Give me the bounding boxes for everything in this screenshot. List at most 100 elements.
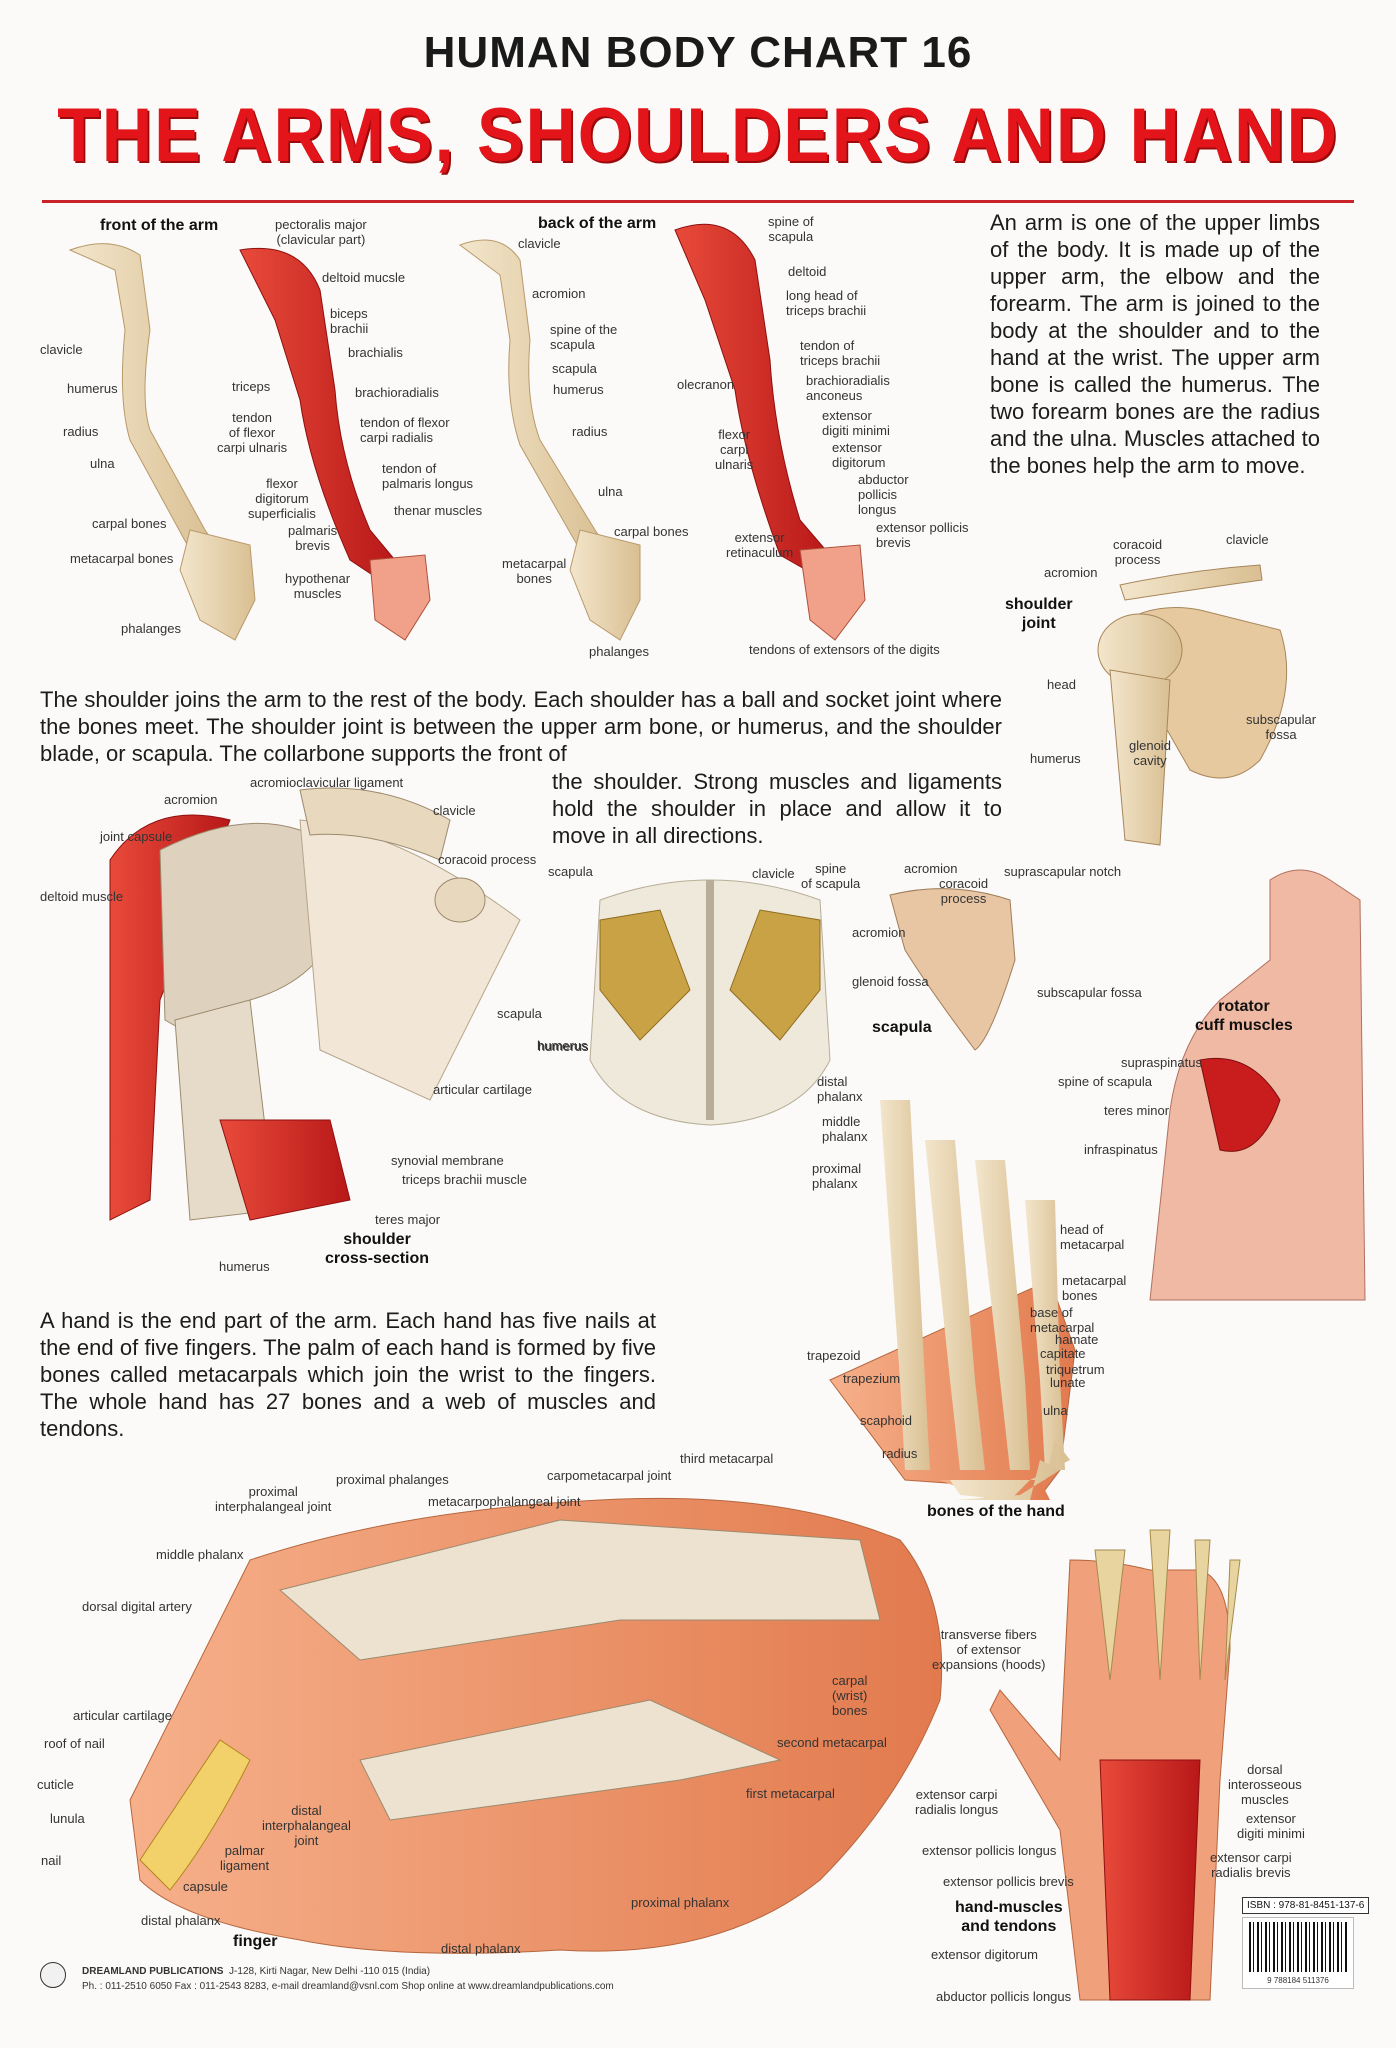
label: cuticle [37,1777,74,1792]
label: infraspinatus [1084,1142,1158,1157]
label: radius [63,424,99,439]
label: acromioclavicular ligament [250,775,404,790]
label: carpal (wrist) bones [832,1673,868,1718]
label: hamate [1055,1332,1099,1347]
shoulder-joint-illustration [1097,564,1288,846]
label: humerus [1030,751,1081,766]
heading-back-arm: back of the arm [538,215,657,232]
label: glenoid fossa [852,974,929,989]
finger-hand-illustration [129,1497,943,1954]
label: triquetrum [1046,1362,1105,1377]
shoulder-paragraph-bottom: the shoulder. Strong muscles and ligamen… [552,769,1002,848]
rotator-cuff-illustration [1149,869,1366,1301]
label: third metacarpal [680,1451,774,1466]
label: spine of the scapula [550,322,618,352]
label: radius [882,1446,918,1461]
label: clavicle [433,803,476,818]
label: base of metacarpal [1030,1305,1095,1335]
label: tendons of extensors of the digits [749,642,940,657]
label: metacarpal bones [502,556,567,586]
heading-shoulder-joint: shoulder joint [1005,596,1073,632]
footer-publisher-line: DREAMLAND PUBLICATIONS J-128, Kirti Naga… [82,1966,430,1977]
label: extensor pollicis longus [922,1843,1057,1858]
label: scapula [548,864,593,879]
label: clavicle [40,342,83,357]
label: first metacarpal [746,1786,835,1801]
label: deltoid muscle [40,889,124,904]
label: scapula [497,1006,542,1021]
label: hypothenar muscles [285,571,351,601]
label: capitate [1040,1346,1086,1361]
shoulder-cross-section-illustration [109,787,521,1221]
label: dorsal digital artery [82,1599,192,1614]
label: articular cartilage [73,1708,172,1723]
label: deltoid mucsle [322,270,406,285]
label: humerus [67,381,118,396]
label: flexor digitorum superficialis [248,476,316,521]
label: radius [572,424,608,439]
label: acromion [904,861,958,876]
label: extensor digitorum [931,1947,1038,1962]
label: proximal phalanx [631,1895,730,1910]
chart-number-title: HUMAN BODY CHART 16 [423,28,973,77]
publisher-address: J-128, Kirti Nagar, New Delhi -110 015 (… [229,1966,431,1977]
label: coracoid process [939,876,989,906]
label: coracoid process [1113,537,1163,567]
label: acromion [532,286,586,301]
label: middle phalanx [822,1114,868,1144]
label: capsule [183,1879,228,1894]
label: glenoid cavity [1129,738,1171,768]
label: humerus [538,1039,589,1054]
label: teres minor [1104,1103,1170,1118]
label: proximal interphalangeal joint [215,1484,332,1514]
label: tendon of triceps brachii [800,338,881,368]
heading-shoulder-cross-section: shoulder cross-section [325,1231,430,1267]
label: joint capsule [100,829,173,844]
label: humerus [537,1038,588,1053]
label: metacarpal bones [1062,1273,1127,1303]
label: metacarpal bones [70,551,174,566]
publisher-name: DREAMLAND PUBLICATIONS [82,1966,224,1977]
label: abductor pollicis longus [858,472,909,517]
label: carpal bones [614,524,689,539]
label: proximal phalanx [812,1161,862,1191]
label: brachioradialis anconeus [806,373,890,403]
label: scapula [552,361,597,376]
label: dorsal interosseous muscles [1228,1762,1302,1807]
label: deltoid [788,264,827,279]
label: ulna [90,456,115,471]
label: phalanges [121,621,181,636]
label: middle phalanx [156,1547,244,1562]
label: acromion [1044,565,1098,580]
label: distal phalanx [141,1913,221,1928]
scapula-illustration [889,888,1016,1051]
barcode: 9 788184 511376 [1242,1917,1354,1989]
label: clavicle [518,236,561,251]
label: head of metacarpal [1060,1222,1125,1252]
label: head [1047,677,1076,692]
shoulder-paragraph-top: The shoulder joins the arm to the rest o… [40,687,1002,766]
label: tendon of flexor carpi ulnaris [217,410,288,455]
label: ulna [1043,1403,1068,1418]
front-arm-muscles [239,247,431,641]
hand-muscles-illustration [989,1529,1241,2001]
label: extensor pollicis brevis [876,520,969,550]
main-title: THE ARMS, SHOULDERS AND HAND [57,93,1339,178]
label: abductor pollicis longus [936,1989,1072,2004]
label: extensor retinaculum [726,530,794,560]
heading-rotator-cuff: rotator cuff muscles [1195,998,1293,1034]
label: tendon of palmaris longus [382,461,474,491]
label: acromion [164,792,218,807]
label: palmaris brevis [288,523,338,553]
heading-scapula: scapula [872,1019,932,1036]
label: subscapular fossa [1246,712,1317,742]
label: clavicle [752,866,795,881]
label: coracoid process [438,852,537,867]
label: extensor digiti minimi [822,408,890,438]
front-arm-skeleton [68,243,256,641]
label: triceps brachii muscle [402,1172,527,1187]
label: roof of nail [44,1736,105,1751]
isbn-label: ISBN : 978-81-8451-137-6 [1242,1897,1370,1914]
label: proximal phalanges [336,1472,449,1487]
